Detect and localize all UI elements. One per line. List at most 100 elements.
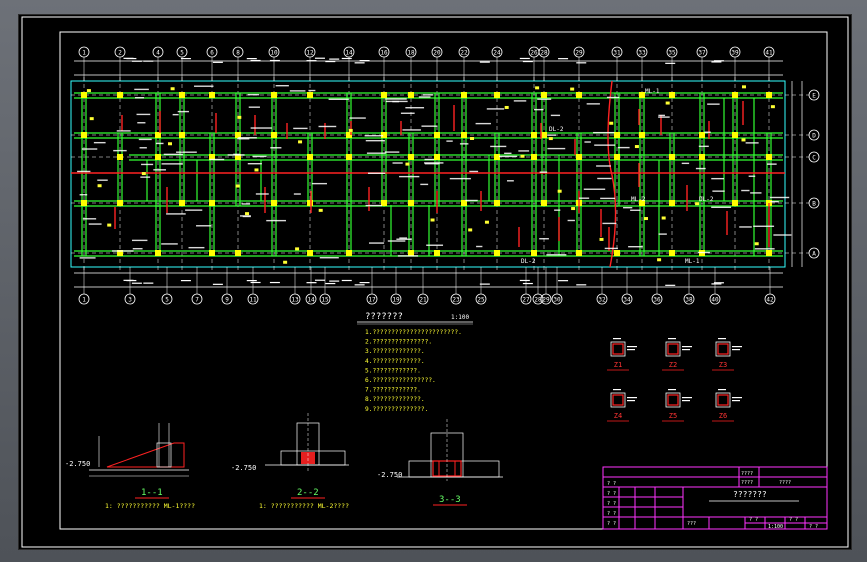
axis-grid-horizontal	[71, 94, 809, 254]
beam-label: ML-1	[645, 88, 660, 95]
axis-bubble: 37	[696, 46, 708, 81]
note-line: 9.??????????????.	[365, 406, 428, 413]
axis-label: 33	[638, 50, 646, 57]
beam-label: DL-2	[521, 258, 536, 265]
axis-label: 4	[156, 50, 160, 57]
axis-label: 28	[534, 297, 542, 304]
axis-bubble: C	[808, 151, 820, 163]
axis-bubble: 1	[78, 46, 90, 81]
axis-label: 18	[407, 50, 415, 57]
beam-label: ML-1	[685, 258, 700, 265]
title-block-cell: ? ?	[809, 524, 818, 530]
axis-label: 36	[653, 297, 661, 304]
note-line: 5.????????????.	[365, 367, 421, 374]
axis-label: 29	[542, 297, 550, 304]
axis-label: 12	[306, 50, 314, 57]
sheet-outer-border	[21, 16, 849, 548]
note-line: 3.?????????????.	[365, 348, 425, 355]
axis-label: 41	[765, 50, 773, 57]
axis-bubble: 20	[431, 46, 443, 81]
elevation-label: -2.750	[231, 464, 256, 472]
axis-bubble: 34	[621, 267, 633, 305]
axis-label: 35	[668, 50, 676, 57]
axis-label: 19	[392, 297, 400, 304]
axis-bubble: E	[808, 89, 820, 101]
axis-bubble: 12	[304, 46, 316, 81]
title-block-cell: ? ?	[749, 517, 758, 523]
axis-bubble: 28	[532, 267, 544, 305]
axis-label: D	[812, 133, 816, 140]
axis-bubble: 13	[289, 267, 301, 305]
dimension-lines	[74, 60, 803, 288]
title-block-cell: ???	[687, 521, 696, 527]
column-section: Z6	[712, 389, 742, 422]
axis-bubble: 28	[538, 46, 550, 81]
axis-label: 25	[477, 297, 485, 304]
axis-label: 38	[685, 297, 693, 304]
axis-bubble: 14	[305, 267, 317, 305]
axis-label: 28	[540, 50, 548, 57]
column-section-label: Z4	[614, 412, 622, 420]
section-title-3: 3--3	[439, 495, 461, 505]
axis-label: 32	[598, 297, 606, 304]
elevation-label: -2.750	[377, 471, 402, 479]
beam-label: DL-2	[549, 126, 564, 133]
elevation-label: -2.750	[65, 460, 90, 468]
axis-bubble: 29	[540, 267, 552, 305]
axis-bubble: 27	[520, 267, 532, 305]
axis-bubble: 40	[709, 267, 721, 305]
axis-bubble: 21	[417, 267, 429, 305]
axis-label: 37	[698, 50, 706, 57]
title-block-cell: ????	[741, 471, 753, 477]
foundation-beams-vertical	[81, 93, 772, 256]
plan-annotations	[77, 57, 792, 286]
section-caption-2: 1: ??????????? ML-2????	[259, 502, 349, 510]
note-line: 1.???????????????????????.	[365, 329, 462, 336]
plan-outline	[70, 80, 786, 268]
axis-bubble: 26	[528, 46, 540, 81]
axis-bubble: 31	[611, 46, 623, 81]
column-section-label: Z3	[719, 361, 727, 369]
column-section: Z1	[607, 338, 637, 371]
axis-bubble: 41	[763, 46, 775, 81]
axis-grid-vertical	[83, 77, 770, 271]
axis-bubble: 42	[764, 267, 776, 305]
title-block-row-label: ? ?	[607, 491, 616, 497]
axis-label: 15	[321, 297, 329, 304]
title-block	[602, 466, 828, 530]
axis-bubble: A	[808, 247, 820, 259]
note-line: 6.????????????????.	[365, 377, 436, 384]
axis-bubble: 16	[378, 46, 390, 81]
axis-bubble: 11	[247, 267, 259, 305]
title-block-cell: ????	[741, 480, 753, 486]
axis-bubble: 14	[343, 46, 355, 81]
note-line: 7.????????????.	[365, 387, 421, 394]
axis-label: 11	[249, 297, 257, 304]
rebar-marks	[114, 101, 770, 251]
axis-bubble: 18	[405, 46, 417, 81]
axis-bubble: 3	[124, 267, 136, 305]
columns	[81, 92, 772, 256]
axis-label: 20	[433, 50, 441, 57]
axis-label: 24	[493, 50, 501, 57]
axis-label: 21	[419, 297, 427, 304]
axis-label: 40	[711, 297, 719, 304]
axis-bubble: 7	[191, 267, 203, 305]
axis-label: C	[812, 155, 816, 162]
column-section-label: Z2	[669, 361, 677, 369]
axis-bubble: 30	[551, 267, 563, 305]
title-block-bottom: ??? ? ? 1:100 ? ? ? ?	[687, 517, 818, 530]
axis-bubble: 29	[573, 46, 585, 81]
axis-bubble: 19	[390, 267, 402, 305]
title-block-row-label: ? ?	[607, 481, 616, 487]
axis-bubble: 23	[450, 267, 462, 305]
note-line: 4.?????????????.	[365, 358, 425, 365]
cad-drawing[interactable]: DL-2 ML-2 DL-2 DL-2 ML-1 ML-1 1245681012…	[19, 15, 851, 549]
notes-list: 1.???????????????????????.2.????????????…	[365, 329, 462, 413]
title-block-cell: 1:100	[768, 524, 783, 530]
axis-bubble: 39	[729, 46, 741, 81]
